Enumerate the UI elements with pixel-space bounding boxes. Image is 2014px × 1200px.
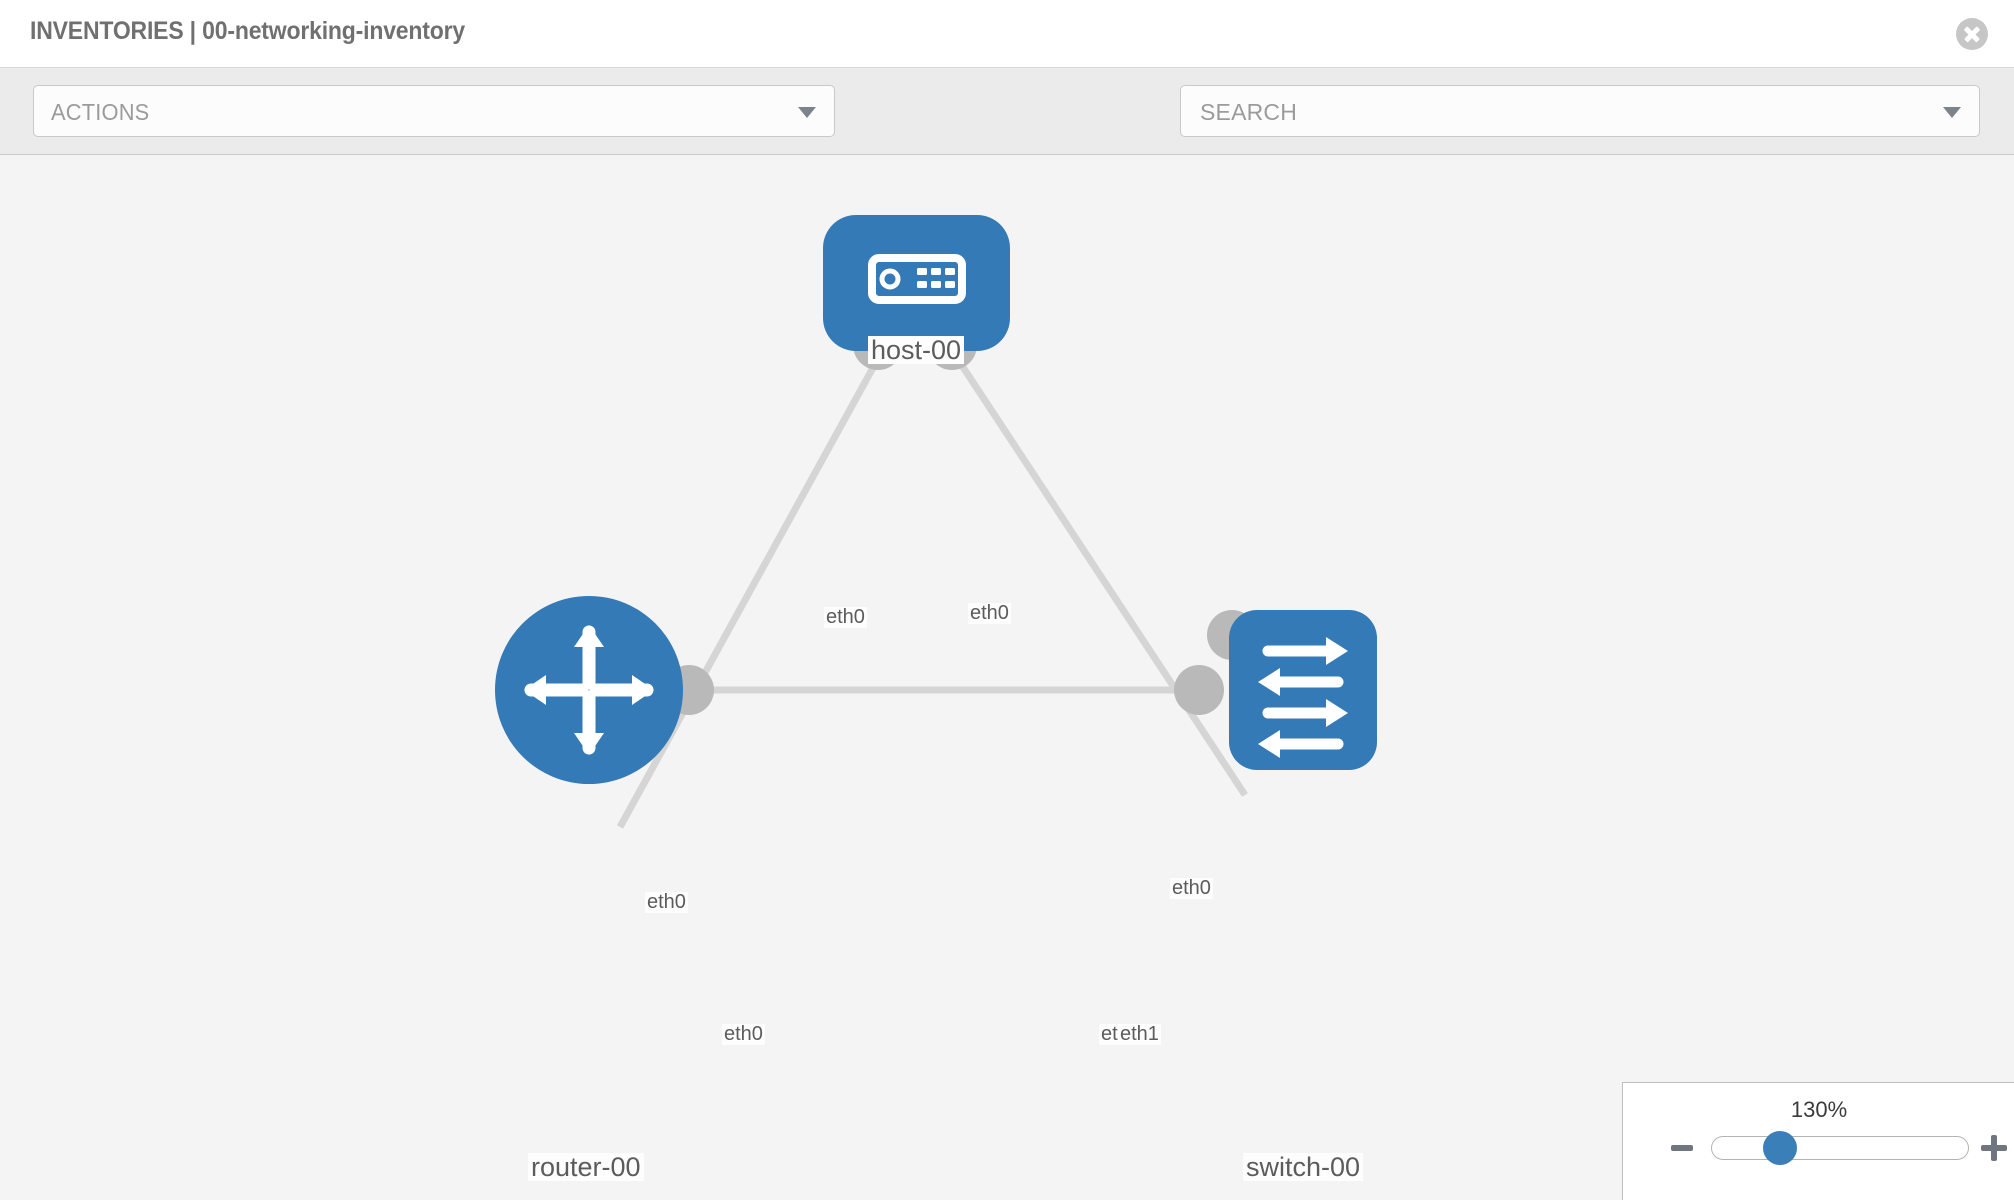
topology-links (616, 353, 1248, 829)
close-icon[interactable] (1956, 18, 1988, 50)
iface-label-router-eth0: eth0 (722, 1023, 765, 1045)
topology-ports (664, 320, 1257, 715)
iface-label-host-eth0-left: eth0 (824, 606, 867, 628)
topology-canvas[interactable]: host-00 router-00 switch-00 eth0 eth0 et… (0, 155, 2014, 1200)
node-label-host-00: host-00 (868, 336, 965, 364)
iface-label-router-eth0-uplink: eth0 (645, 891, 688, 913)
zoom-slider-thumb[interactable] (1763, 1131, 1797, 1165)
actions-dropdown[interactable]: ACTIONS (33, 85, 835, 137)
zoom-level-label: 130% (1790, 1097, 1848, 1122)
plus-icon[interactable] (1981, 1135, 2007, 1161)
node-switch-00[interactable] (1229, 610, 1377, 770)
link-host-switch[interactable] (952, 353, 1248, 797)
link-host-router[interactable] (616, 353, 884, 829)
search-input[interactable] (1198, 86, 1902, 138)
search-field[interactable] (1180, 85, 1980, 138)
port-switch-eth1[interactable] (1174, 665, 1224, 715)
iface-label-switch-eth1: eth1 (1118, 1023, 1161, 1045)
node-label-router-00: router-00 (528, 1153, 644, 1181)
iface-label-switch-eth0-uplink: eth0 (1170, 877, 1213, 899)
node-router-00[interactable] (495, 596, 683, 784)
topology-graph (495, 215, 1377, 829)
iface-label-host-eth0-right: eth0 (968, 602, 1011, 624)
node-host-00[interactable] (823, 215, 1010, 351)
actions-dropdown-label: ACTIONS (51, 99, 150, 125)
node-label-switch-00: switch-00 (1243, 1153, 1364, 1181)
zoom-control-panel: 130% (1622, 1082, 2014, 1200)
minus-icon[interactable] (1671, 1145, 1693, 1151)
chevron-down-icon (798, 107, 816, 118)
zoom-slider-track[interactable] (1711, 1136, 1969, 1160)
page-header: INVENTORIES | 00-networking-inventory (0, 0, 2014, 68)
toolbar: ACTIONS (0, 68, 2014, 195)
plus-icon-vertical (1991, 1135, 1997, 1161)
page-title: INVENTORIES | 00-networking-inventory (30, 17, 466, 45)
chevron-down-icon (1943, 107, 1961, 118)
